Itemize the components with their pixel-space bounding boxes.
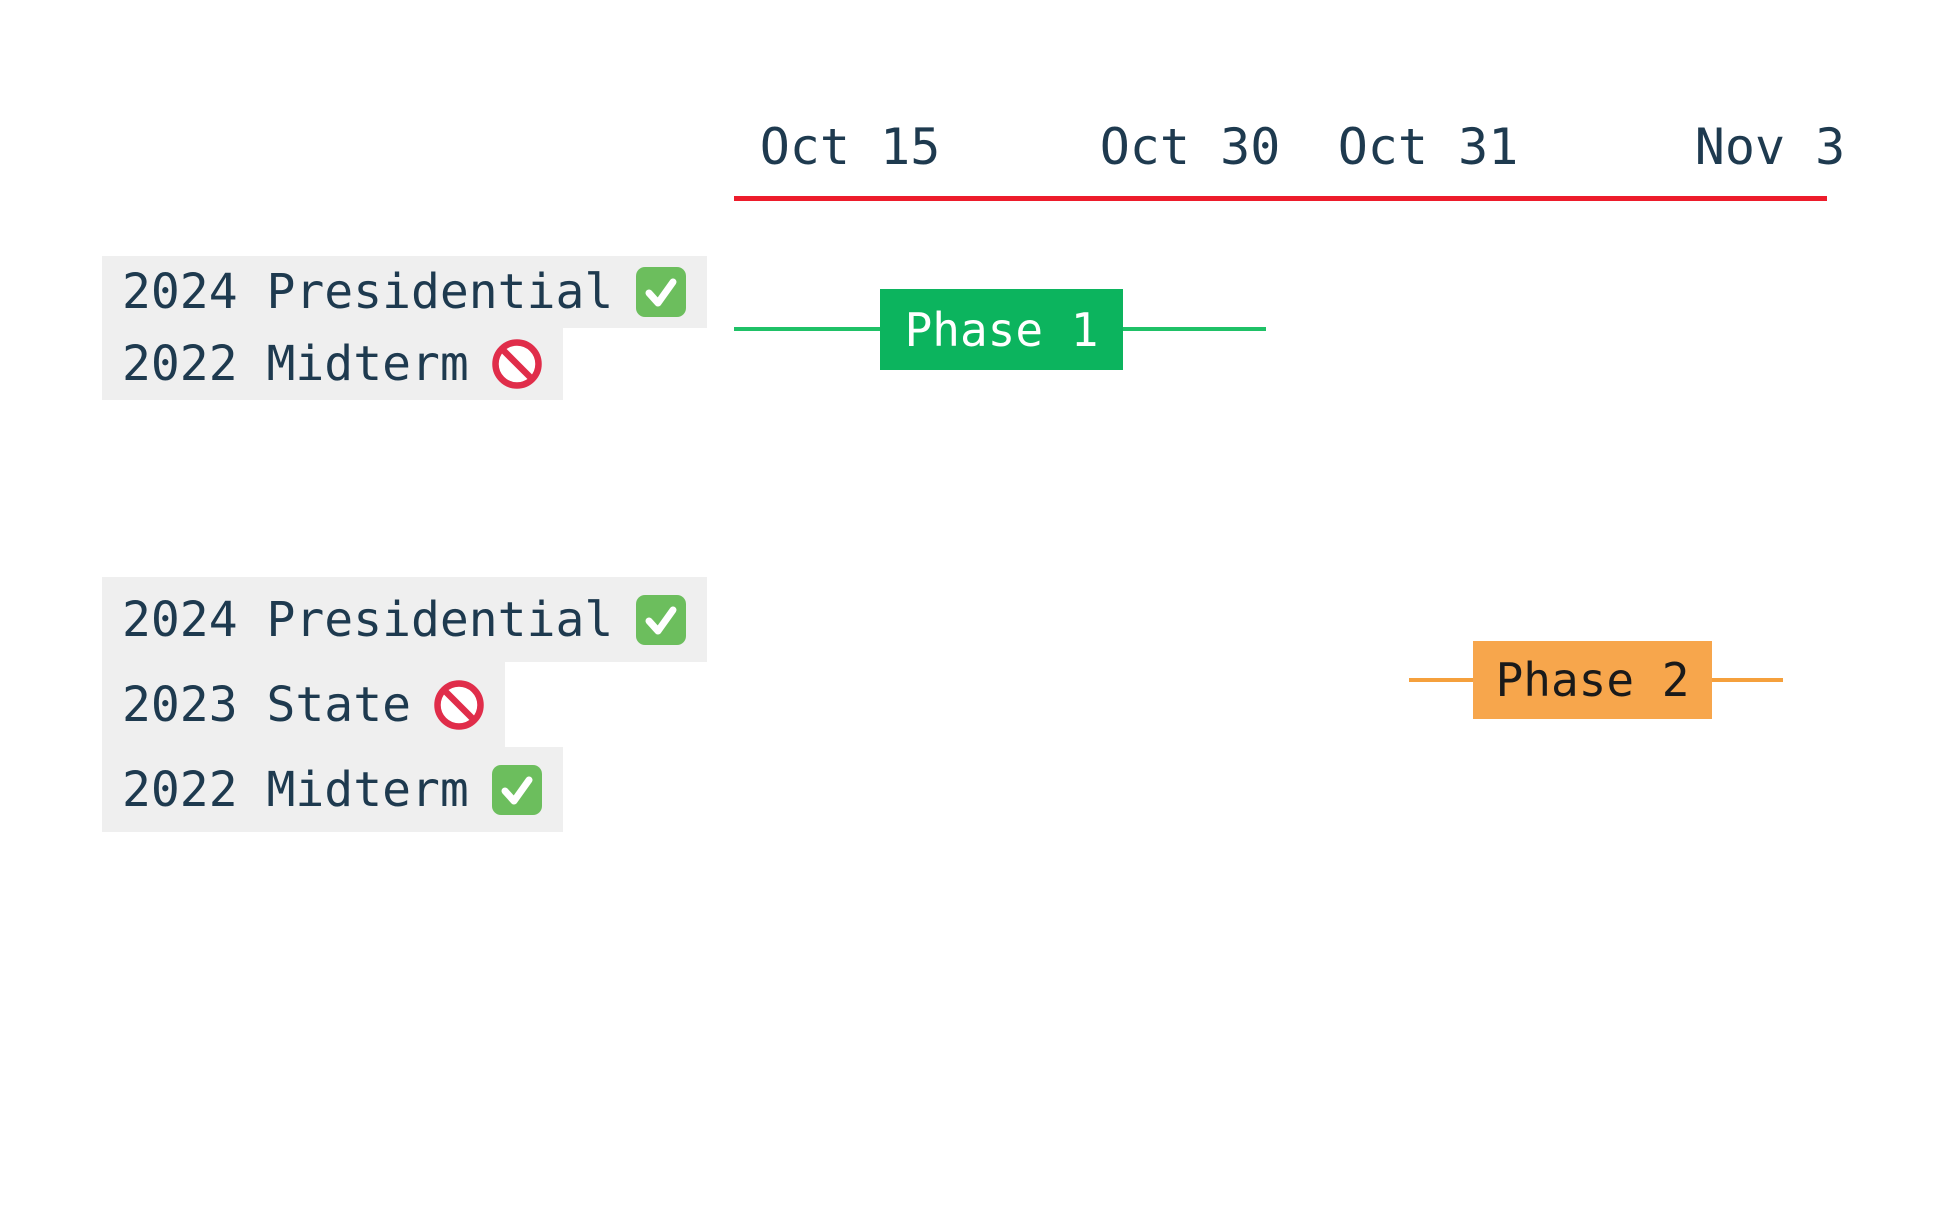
prohibited-icon	[491, 338, 543, 390]
election-label: 2022 Midterm	[122, 761, 469, 818]
election-row: 2024 Presidential	[102, 256, 708, 328]
election-row: 2022 Midterm	[102, 328, 563, 400]
check-icon	[635, 266, 687, 318]
election-group-1: 2024 Presidential 2022 Midterm	[102, 256, 708, 400]
election-row: 2024 Presidential	[102, 577, 708, 662]
check-icon	[635, 594, 687, 646]
check-icon	[491, 764, 543, 816]
prohibited-icon	[433, 679, 485, 731]
phase-1-bar: Phase 1	[880, 289, 1123, 370]
phase-2-bar: Phase 2	[1473, 641, 1712, 719]
election-row: 2022 Midterm	[102, 747, 563, 832]
axis-tick-oct-31: Oct 31	[1337, 118, 1519, 176]
axis-tick-oct-15: Oct 15	[759, 118, 941, 176]
axis-tick-oct-30: Oct 30	[1099, 118, 1281, 176]
election-label: 2023 State	[122, 676, 411, 733]
axis-tick-nov-3: Nov 3	[1694, 118, 1846, 176]
election-label: 2022 Midterm	[122, 336, 469, 392]
timeline-axis-line	[734, 196, 1827, 201]
election-label: 2024 Presidential	[122, 264, 614, 320]
election-label: 2024 Presidential	[122, 591, 614, 648]
election-row: 2023 State	[102, 662, 505, 747]
election-group-2: 2024 Presidential 2023 State 2022 Midter…	[102, 577, 708, 832]
